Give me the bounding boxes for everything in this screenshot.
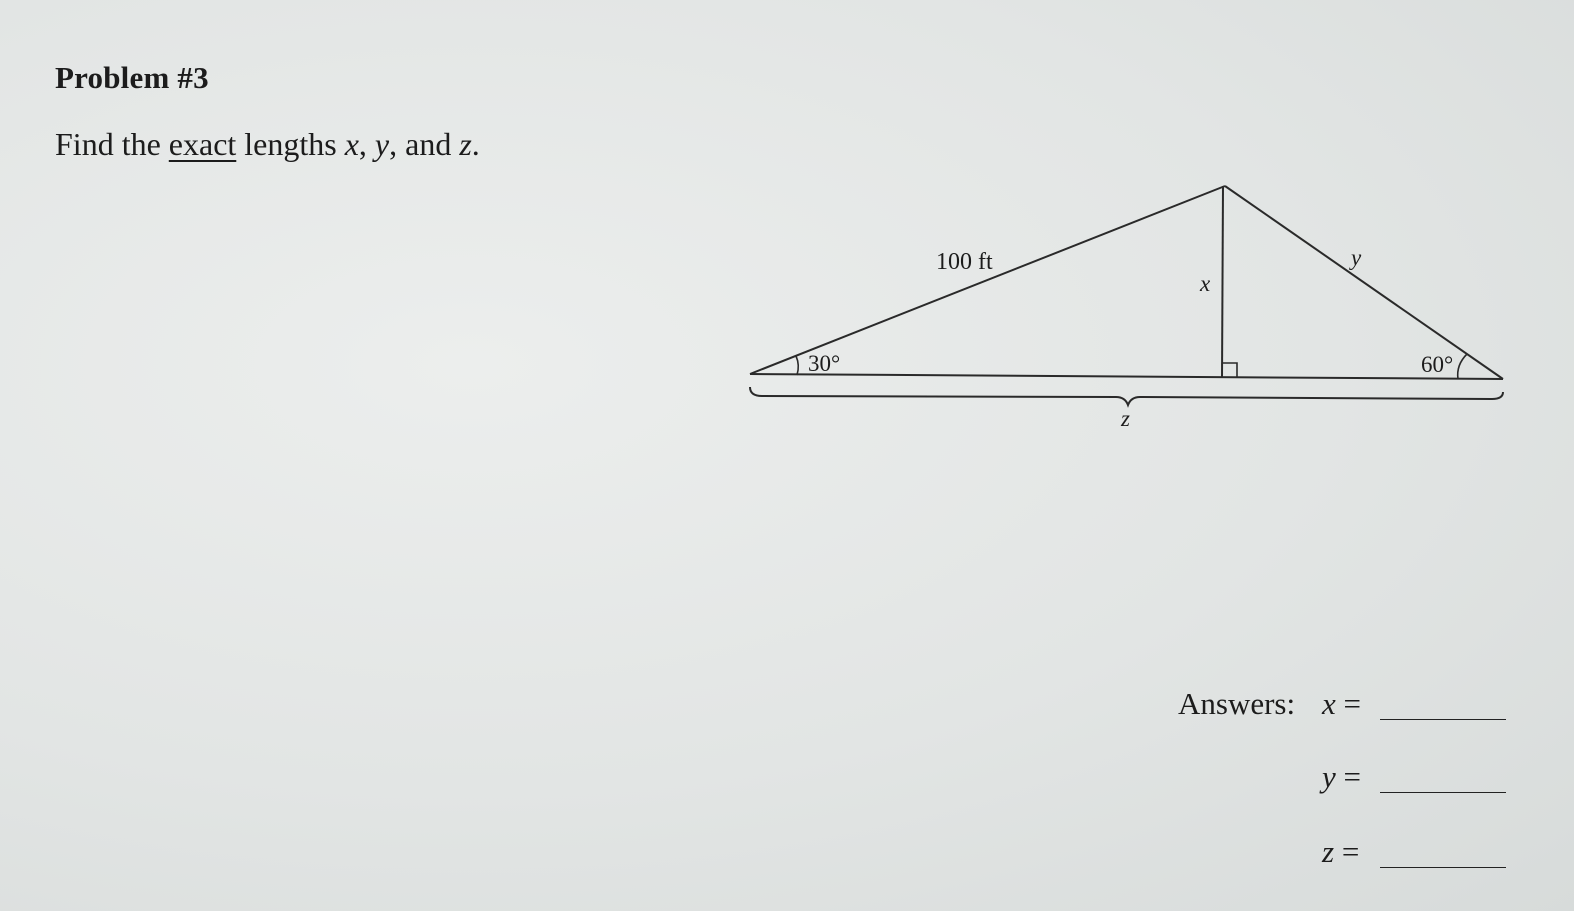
instruction-sep-2: , and	[389, 126, 460, 162]
answer-var-z: z	[1322, 834, 1335, 869]
base-label: z	[1120, 406, 1130, 431]
instruction-sep-1: ,	[358, 126, 375, 162]
angle-arc-30	[795, 355, 800, 376]
instruction-var-y: y	[374, 126, 390, 162]
base-side	[749, 373, 1504, 380]
hypotenuse-label: 100 ft	[936, 249, 993, 275]
altitude-label: x	[1199, 271, 1211, 296]
instruction-middle: lengths	[236, 126, 345, 162]
answer-blank-x[interactable]	[1380, 719, 1506, 720]
answer-blank-z[interactable]	[1380, 867, 1506, 868]
right-side-label: y	[1349, 245, 1362, 270]
answer-row-y: y =	[1322, 759, 1506, 795]
right-angle-label: 60°	[1421, 352, 1453, 377]
answers-label: Answers:	[1178, 686, 1296, 721]
instruction-end: .	[471, 126, 480, 162]
altitude-line	[1221, 185, 1224, 379]
base-brace	[749, 386, 1504, 408]
answer-var-y: y	[1322, 759, 1336, 794]
problem-instructions: Find the exact lengths x, y, and z.	[55, 126, 480, 163]
angle-arc-60	[1456, 353, 1468, 380]
hypotenuse-side	[749, 185, 1226, 375]
instruction-prefix: Find the	[55, 126, 169, 162]
left-angle-label: 30°	[808, 351, 840, 376]
answer-var-x: x	[1322, 686, 1336, 721]
answer-row-z: z =	[1322, 834, 1506, 870]
answer-equals-y: =	[1335, 759, 1361, 794]
instruction-emphasis-exact: exact	[168, 126, 237, 162]
instruction-var-z: z	[459, 126, 472, 162]
right-side	[1224, 185, 1504, 380]
answer-blank-y[interactable]	[1380, 792, 1506, 793]
instruction-var-x: x	[344, 126, 359, 162]
answer-equals-z: =	[1334, 834, 1360, 869]
problem-title: Problem #3	[55, 60, 209, 95]
answer-equals-x: =	[1335, 686, 1361, 721]
answer-row-x: x =	[1322, 686, 1506, 722]
right-angle-marker	[1222, 362, 1238, 378]
